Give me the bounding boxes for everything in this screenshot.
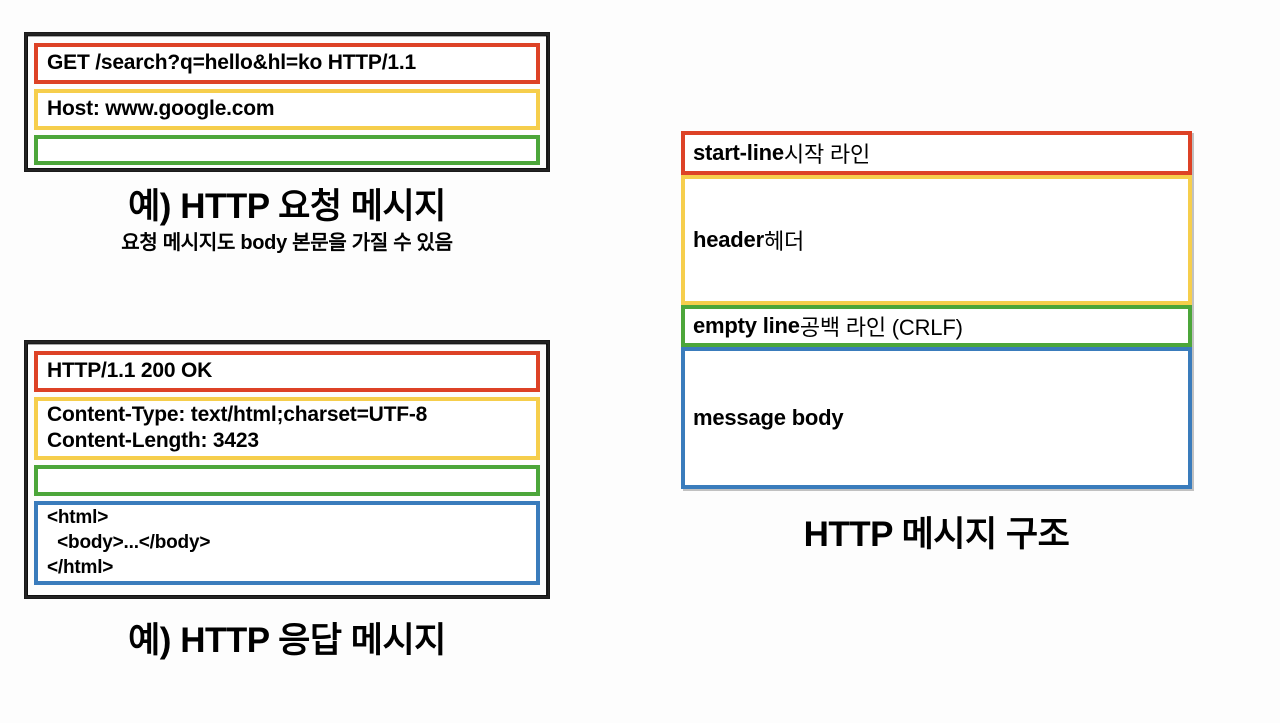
structure-message-body-label: message body [693, 405, 844, 430]
http-message-structure-diagram: start-line 시작 라인 header 헤더 empty line 공백… [681, 131, 1192, 489]
response-empty-line [34, 465, 540, 496]
response-body-line-1: <html> [47, 506, 109, 528]
request-start-line-text: GET /search?q=hello&hl=ko HTTP/1.1 [47, 51, 416, 75]
request-example-subcaption: 요청 메시지도 body 본문을 가질 수 있음 [121, 232, 453, 254]
structure-header-label-ko: 헤더 [763, 229, 805, 254]
request-start-line: GET /search?q=hello&hl=ko HTTP/1.1 [34, 43, 540, 84]
structure-row-header: header 헤더 [681, 175, 1192, 305]
structure-empty-line-label: empty line [693, 313, 800, 338]
request-empty-line [34, 135, 540, 165]
response-start-line: HTTP/1.1 200 OK [34, 351, 540, 392]
http-request-example-block: GET /search?q=hello&hl=ko HTTP/1.1 Host:… [24, 32, 550, 172]
structure-row-message-body: message body [681, 347, 1192, 489]
structure-start-line-label-ko: 시작 라인 [783, 142, 870, 167]
structure-row-start-line: start-line 시작 라인 [681, 131, 1192, 175]
structure-diagram-title: HTTP 메시지 구조 [803, 515, 1070, 554]
response-body-line-2: <body>...</body> [47, 531, 211, 553]
structure-start-line-label: start-line [693, 140, 784, 165]
request-header-line: Host: www.google.com [34, 89, 540, 130]
request-header-text: Host: www.google.com [47, 97, 275, 121]
response-body-line-3: </html> [47, 557, 114, 579]
structure-header-label: header [693, 227, 764, 252]
http-response-example-block: HTTP/1.1 200 OK Content-Type: text/html;… [24, 340, 550, 599]
response-header-line-1: Content-Type: text/html;charset=UTF-8 [47, 403, 428, 427]
structure-empty-line-label-ko: 공백 라인 (CRLF) [799, 315, 963, 340]
structure-row-empty-line: empty line 공백 라인 (CRLF) [681, 305, 1192, 347]
response-message-body: <html> <body>...</body> </html> [34, 501, 540, 585]
response-example-caption: 예) HTTP 응답 메시지 [128, 621, 446, 660]
request-example-caption: 예) HTTP 요청 메시지 [128, 187, 446, 226]
response-header-lines: Content-Type: text/html;charset=UTF-8 Co… [34, 397, 540, 460]
response-header-line-2: Content-Length: 3423 [47, 429, 259, 452]
response-start-line-text: HTTP/1.1 200 OK [47, 359, 213, 383]
